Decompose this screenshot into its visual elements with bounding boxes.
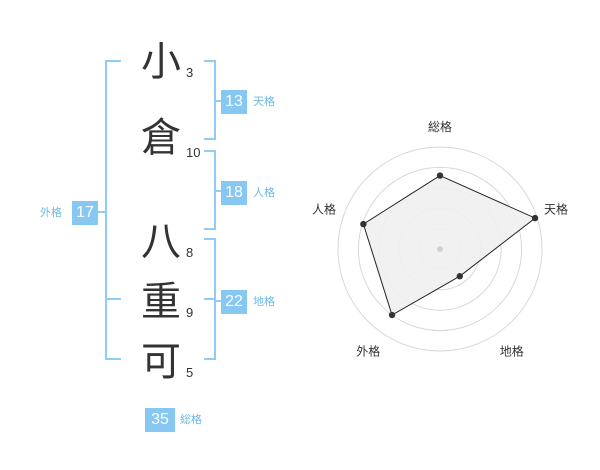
radar-axis-label-gaikaku: 外格 bbox=[356, 344, 380, 359]
jinkaku-label: 人格 bbox=[253, 186, 275, 199]
radar-polygon bbox=[362, 175, 537, 316]
name-char-1: 小 bbox=[141, 39, 181, 85]
gaikaku-value: 17 bbox=[72, 201, 98, 225]
radar-axis-label-tenkaku: 天格 bbox=[544, 201, 568, 216]
radar-chart: 総格 天格 地格 外格 人格 bbox=[312, 119, 568, 359]
name-char-3: 八 bbox=[141, 219, 181, 265]
radar-point bbox=[531, 214, 539, 222]
jinkaku-bracket-tick bbox=[215, 190, 221, 192]
chikaku-label: 地格 bbox=[253, 295, 275, 308]
stroke-count-5: 5 bbox=[186, 365, 194, 380]
gaikaku-bracket-divider bbox=[105, 298, 121, 300]
tenkaku-value: 13 bbox=[221, 90, 247, 114]
name-char-2: 倉 bbox=[141, 115, 181, 161]
jinkaku-value: 18 bbox=[221, 181, 247, 205]
radar-axis-label-soukaku: 総格 bbox=[428, 119, 452, 134]
radar-ring bbox=[357, 166, 523, 332]
stroke-count-2: 10 bbox=[186, 145, 201, 160]
radar-point bbox=[388, 311, 396, 319]
radar-points bbox=[360, 172, 539, 319]
gaikaku-label: 外格 bbox=[40, 206, 62, 219]
name-char-5: 可 bbox=[141, 339, 181, 385]
radar-center-dot bbox=[437, 246, 443, 252]
tenkaku-bracket-tick bbox=[215, 100, 221, 102]
tenkaku-label: 天格 bbox=[253, 95, 275, 108]
soukaku-label: 総格 bbox=[180, 413, 202, 426]
chikaku-bracket-divider bbox=[204, 298, 216, 300]
soukaku-value: 35 bbox=[145, 408, 175, 432]
name-char-4: 重 bbox=[141, 279, 181, 325]
stroke-count-1: 3 bbox=[186, 65, 194, 80]
radar-axis-label-jinkaku: 人格 bbox=[312, 201, 336, 216]
gaikaku-bracket-tick bbox=[98, 211, 106, 213]
radar-point bbox=[456, 273, 463, 280]
radar-axis-label-chikaku: 地格 bbox=[500, 344, 524, 359]
radar-point bbox=[436, 172, 444, 179]
gaikaku-bracket bbox=[105, 60, 121, 360]
chikaku-bracket-tick bbox=[215, 300, 221, 302]
stroke-count-4: 9 bbox=[186, 305, 194, 320]
radar-point bbox=[360, 220, 367, 228]
stroke-count-3: 8 bbox=[186, 245, 194, 260]
chikaku-value: 22 bbox=[221, 290, 247, 314]
